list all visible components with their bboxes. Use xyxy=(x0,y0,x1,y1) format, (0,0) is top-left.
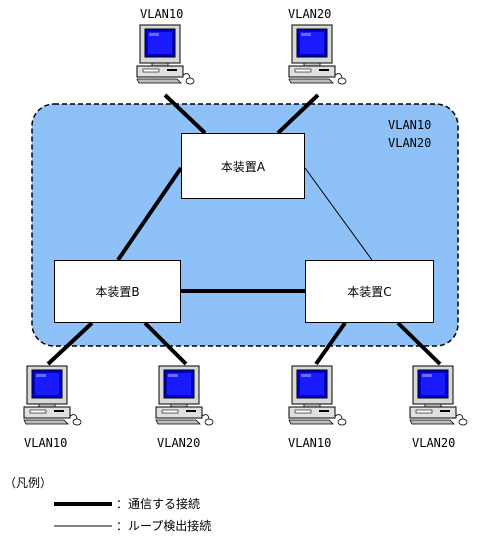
link-a-to-c-loop-detect xyxy=(304,167,373,261)
legend-thick-line-label: ：通信する接続 xyxy=(116,497,201,511)
pc-label-c-right: VLAN20 xyxy=(412,436,456,450)
pc-label-top-left: VLAN10 xyxy=(140,7,184,21)
link-a-to-b xyxy=(116,166,183,262)
device-b-label: 本装置B xyxy=(95,285,140,299)
pc-icon-c-left xyxy=(288,365,347,426)
device-c-label: 本装置C xyxy=(347,285,392,299)
legend-thin-line-label: ：ループ検出接続 xyxy=(116,519,212,533)
pc-icon-c-right xyxy=(409,365,468,426)
pc-label-top-right: VLAN20 xyxy=(288,7,332,21)
link-c-to-pc-left xyxy=(314,321,347,366)
device-a: 本装置A xyxy=(181,133,305,199)
link-pc-top-left-to-a xyxy=(163,93,207,135)
link-pc-top-right-to-a xyxy=(276,93,320,135)
link-b-to-pc-right xyxy=(143,321,188,366)
device-a-label: 本装置A xyxy=(220,159,266,174)
pc-label-c-left: VLAN10 xyxy=(288,436,332,450)
pc-icon-top-left xyxy=(136,24,195,85)
pc-label-b-right: VLAN20 xyxy=(157,436,201,450)
vlan-area-label-1: VLAN10 xyxy=(388,118,432,132)
legend-heading: （凡例） xyxy=(4,476,53,490)
pc-icon-b-left xyxy=(23,365,82,426)
vlan-area-label-2: VLAN20 xyxy=(388,136,432,150)
device-c: 本装置C xyxy=(305,260,434,323)
link-c-to-pc-right xyxy=(396,321,442,366)
pc-icon-b-right xyxy=(155,365,214,426)
pc-icon-top-right xyxy=(288,24,347,85)
pc-label-b-left: VLAN10 xyxy=(24,436,68,450)
link-b-to-pc-left xyxy=(46,321,94,366)
device-b: 本装置B xyxy=(54,260,181,323)
